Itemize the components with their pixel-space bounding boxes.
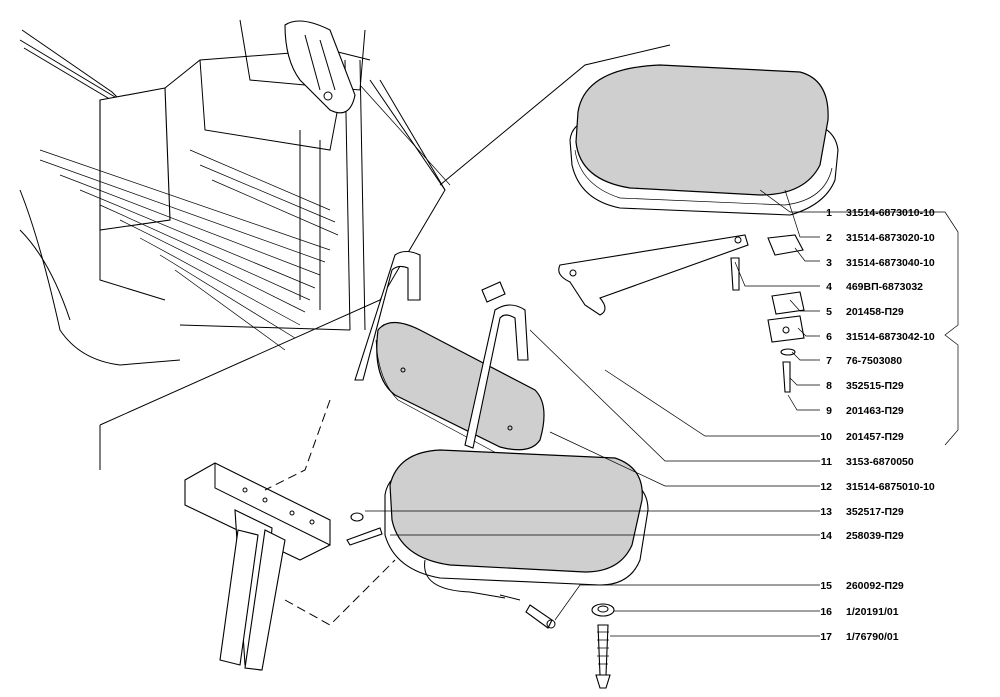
svg-text:2: 2 bbox=[826, 232, 832, 244]
floor-ribs bbox=[39, 149, 339, 351]
assembly-line-backrest bbox=[264, 399, 331, 491]
legend-row: 2 31514-6873020-10 bbox=[826, 232, 935, 244]
assembly-line-seat bbox=[284, 559, 396, 626]
svg-text:10: 10 bbox=[820, 431, 832, 443]
legend-row: 14 258039-П29 bbox=[820, 530, 904, 542]
svg-text:260092-П29: 260092-П29 bbox=[846, 580, 904, 592]
svg-text:201463-П29: 201463-П29 bbox=[846, 405, 904, 417]
svg-text:6: 6 bbox=[826, 331, 832, 343]
svg-text:5: 5 bbox=[826, 306, 832, 318]
washer-13 bbox=[350, 512, 364, 522]
svg-text:201457-П29: 201457-П29 bbox=[846, 431, 904, 443]
svg-text:31514-6873020-10: 31514-6873020-10 bbox=[846, 232, 935, 244]
svg-text:12: 12 bbox=[820, 481, 832, 493]
legend-row: 12 31514-6875010-10 bbox=[820, 481, 935, 493]
svg-text:31514-6875010-10: 31514-6875010-10 bbox=[846, 481, 935, 493]
parts-legend: 1 31514-6873010-10 2 31514-6873020-10 3 315… bbox=[820, 207, 935, 643]
svg-text:31514-6873010-10: 31514-6873010-10 bbox=[846, 207, 935, 219]
svg-text:7: 7 bbox=[826, 355, 832, 367]
legend-row: 11 3153-6870050 bbox=[821, 456, 914, 468]
grommet-16 bbox=[591, 603, 615, 617]
backrest-bolt bbox=[481, 281, 506, 303]
svg-text:9: 9 bbox=[826, 405, 832, 417]
svg-text:8: 8 bbox=[826, 380, 832, 392]
legend-row: 6 31514-6873042-10 bbox=[826, 331, 935, 343]
svg-text:201458-П29: 201458-П29 bbox=[846, 306, 904, 318]
svg-text:469ВП-6873032: 469ВП-6873032 bbox=[846, 281, 923, 293]
svg-text:15: 15 bbox=[820, 580, 832, 592]
pin-15 bbox=[525, 604, 556, 629]
svg-text:1: 1 bbox=[826, 207, 832, 219]
legend-row: 8 352515-П29 bbox=[826, 380, 904, 392]
vehicle-interior-view bbox=[19, 19, 671, 470]
legend-row: 1 31514-6873010-10 bbox=[826, 207, 935, 219]
svg-text:3: 3 bbox=[826, 257, 832, 269]
backrest-frame-right bbox=[464, 304, 529, 449]
legend-row: 4 469ВП-6873032 bbox=[826, 281, 923, 293]
legend-row: 7 76-7503080 bbox=[826, 355, 902, 367]
svg-text:352515-П29: 352515-П29 bbox=[846, 380, 904, 392]
svg-text:1/20191/01: 1/20191/01 bbox=[846, 606, 899, 618]
bolt-14 bbox=[346, 527, 383, 546]
legend-row: 9 201463-П29 bbox=[826, 405, 904, 417]
seat-bracket bbox=[558, 234, 749, 316]
backrest-frame-left bbox=[354, 250, 421, 381]
svg-text:352517-П29: 352517-П29 bbox=[846, 506, 904, 518]
floor-mounting-bracket bbox=[184, 462, 331, 671]
svg-text:76-7503080: 76-7503080 bbox=[846, 355, 902, 367]
svg-text:31514-6873040-10: 31514-6873040-10 bbox=[846, 257, 935, 269]
backrest-cushion bbox=[375, 321, 545, 456]
lower-seat-cushion bbox=[384, 449, 649, 601]
legend-row: 13 352517-П29 bbox=[820, 506, 904, 518]
leader-lines bbox=[365, 189, 959, 637]
legend-row: 10 201457-П29 bbox=[820, 431, 904, 443]
svg-text:16: 16 bbox=[820, 606, 832, 618]
svg-text:14: 14 bbox=[820, 530, 832, 542]
svg-text:17: 17 bbox=[820, 631, 832, 643]
svg-text:31514-6873042-10: 31514-6873042-10 bbox=[846, 331, 935, 343]
hardware-stack bbox=[730, 234, 805, 393]
svg-text:11: 11 bbox=[821, 456, 832, 468]
screw-17 bbox=[595, 624, 611, 689]
svg-text:3153-6870050: 3153-6870050 bbox=[846, 456, 914, 468]
legend-row: 17 1/76790/01 bbox=[820, 631, 898, 643]
legend-row: 5 201458-П29 bbox=[826, 306, 904, 318]
upper-seat-cushion bbox=[569, 64, 839, 216]
svg-text:4: 4 bbox=[826, 281, 832, 293]
legend-row: 16 1/20191/01 bbox=[820, 606, 898, 618]
svg-text:13: 13 bbox=[820, 506, 832, 518]
svg-text:1/76790/01: 1/76790/01 bbox=[846, 631, 899, 643]
svg-text:258039-П29: 258039-П29 bbox=[846, 530, 904, 542]
legend-row: 3 31514-6873040-10 bbox=[826, 257, 935, 269]
legend-row: 15 260092-П29 bbox=[820, 580, 904, 592]
